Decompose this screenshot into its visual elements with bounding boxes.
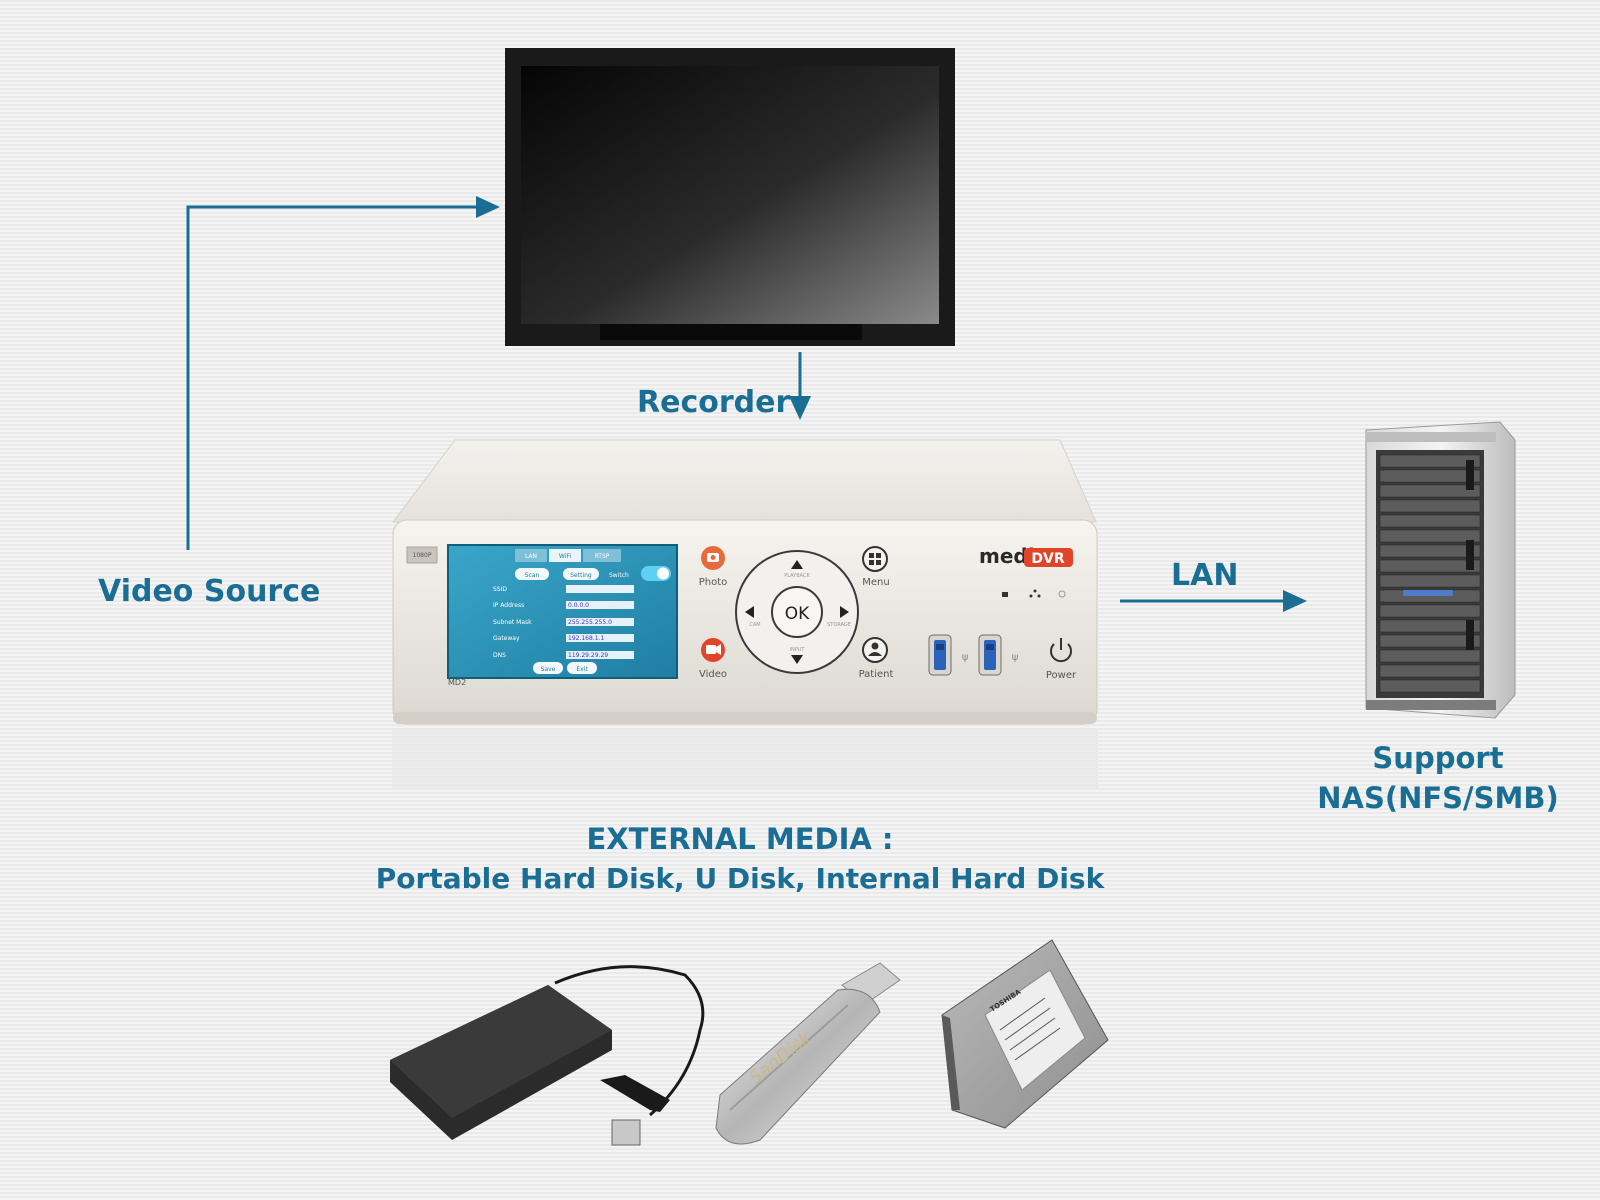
exit-button[interactable]: Exit — [576, 666, 588, 673]
external-media-list: Portable Hard Disk, U Disk, Internal Har… — [375, 862, 1105, 895]
photo-label: Photo — [699, 577, 728, 588]
photo-button[interactable] — [701, 546, 725, 570]
field-gateway-value[interactable]: 192.168.1.1 — [568, 635, 604, 642]
field-ip-label: IP Address — [493, 602, 524, 609]
nas-label-line1: Support — [1372, 741, 1504, 775]
video-source-label: Video Source — [98, 574, 321, 609]
dpad-left-icon[interactable] — [745, 606, 754, 618]
field-ssid-label: SSID — [493, 586, 507, 593]
setting-button[interactable]: Setting — [570, 572, 592, 579]
switch-label: Switch — [609, 572, 629, 579]
video-button[interactable] — [701, 638, 725, 662]
arrow-video-source — [186, 196, 500, 550]
menu-button[interactable] — [862, 546, 888, 572]
external-media-title: EXTERNAL MEDIA : — [586, 822, 894, 856]
tab-wifi[interactable]: WiFi — [559, 553, 571, 560]
dpad-down-icon[interactable] — [791, 655, 803, 664]
ok-button[interactable]: OK — [785, 604, 810, 624]
brand-suffix: DVR — [1031, 551, 1064, 567]
field-subnet-value[interactable]: 255.255.255.0 — [568, 619, 612, 626]
usb-flash-drive-icon — [715, 962, 901, 1145]
network-indicator-icon — [1029, 589, 1041, 598]
usb-symbol-icon: ψ — [962, 652, 969, 663]
model-label: MD2 — [448, 678, 466, 687]
recorder-label: Recorder — [637, 385, 791, 420]
dpad-right-label: STORAGE — [827, 622, 851, 628]
arrow-lan — [1120, 590, 1307, 612]
dvr-recorder: 1080P MD2 LAN WiFi RTSP Scan Setting Swi… — [391, 439, 1098, 788]
dpad-up-label: PLAYBACK — [784, 573, 810, 579]
dpad-up-icon[interactable] — [791, 560, 803, 569]
lan-label: LAN — [1171, 558, 1239, 593]
internal-ssd-icon — [941, 939, 1109, 1129]
field-subnet-label: Subnet Mask — [493, 619, 532, 626]
dpad-right-icon[interactable] — [840, 606, 849, 618]
arrow-recorder — [789, 352, 811, 420]
portable-hard-disk-icon — [390, 965, 705, 1146]
menu-label: Menu — [862, 577, 889, 588]
tab-lan[interactable]: LAN — [525, 553, 537, 560]
video-label: Video — [699, 669, 727, 680]
monitor — [505, 48, 955, 346]
usb-port-1[interactable] — [928, 634, 952, 676]
save-button[interactable]: Save — [541, 666, 556, 673]
nas-label-line2: NAS(NFS/SMB) — [1317, 781, 1559, 815]
scan-button[interactable]: Scan — [525, 572, 540, 579]
dpad-left-label: CAM — [749, 622, 760, 628]
field-gateway-label: Gateway — [493, 635, 520, 642]
lcd-screen: LAN WiFi RTSP Scan Setting Switch SSID I… — [447, 544, 678, 679]
dpad-down-label: INPUT — [790, 647, 806, 653]
field-ip-value[interactable]: 0.0.0.0 — [568, 602, 589, 609]
dpad[interactable] — [735, 550, 859, 674]
power-label: Power — [1046, 670, 1077, 681]
field-dns-value[interactable]: 119.29.29.29 — [568, 652, 608, 659]
usb-symbol-icon: ψ — [1012, 652, 1019, 663]
patient-button[interactable] — [862, 637, 888, 663]
field-dns-label: DNS — [493, 652, 506, 659]
usb-port-2[interactable] — [978, 634, 1002, 676]
server-rack-icon — [1365, 421, 1516, 719]
patient-label: Patient — [859, 669, 894, 680]
power-button[interactable] — [1050, 638, 1072, 663]
status-indicator-icon — [1058, 590, 1066, 598]
badge-text: 1080P — [413, 552, 432, 559]
record-indicator-icon — [1002, 592, 1008, 597]
tab-rtsp[interactable]: RTSP — [595, 553, 610, 560]
